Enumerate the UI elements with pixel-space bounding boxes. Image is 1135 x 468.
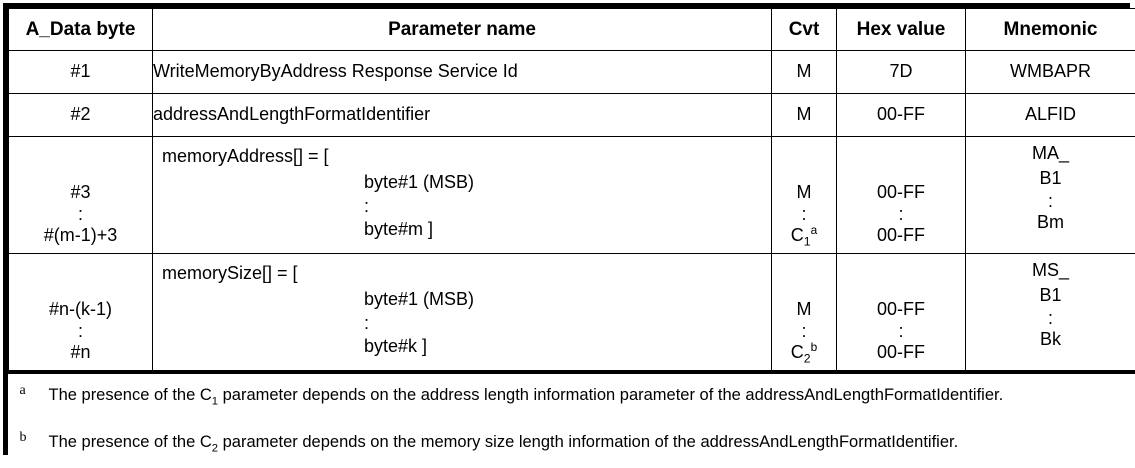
cvt-line-conditional: C1a bbox=[791, 223, 817, 249]
column-header-cvt: Cvt bbox=[772, 9, 837, 51]
table-header: A_Data byte Parameter name Cvt Hex value… bbox=[9, 9, 1135, 51]
column-header-parameter-name: Parameter name bbox=[153, 9, 772, 51]
footnote-text-before: The presence of the C bbox=[49, 433, 212, 451]
footnote-cell: b The presence of the C2 parameter depen… bbox=[9, 421, 1135, 468]
hex-line: 00-FF bbox=[877, 340, 925, 366]
table-row: #2 addressAndLengthFormatIdentifier M 00… bbox=[9, 94, 1135, 137]
cell-parameter-name: addressAndLengthFormatIdentifier bbox=[153, 94, 772, 137]
a-data-byte-stack: #n-(k-1) : #n bbox=[9, 250, 152, 374]
hex-line: 00-FF bbox=[877, 223, 925, 249]
cell-a-data-byte: #1 bbox=[9, 51, 153, 94]
cell-parameter-name: WriteMemoryByAddress Response Service Id bbox=[153, 51, 772, 94]
parameter-array-label: memorySize[] = [ bbox=[162, 261, 771, 287]
footnote-text: The presence of the C1 parameter depends… bbox=[49, 383, 1135, 405]
a-data-byte-line: #3 bbox=[70, 180, 90, 206]
cell-mnemonic: MA_ B1 : Bm bbox=[966, 137, 1135, 254]
mnemonic-line: : bbox=[1048, 309, 1053, 327]
cvt-line: M bbox=[797, 180, 812, 206]
cvt-line: M bbox=[797, 297, 812, 323]
hex-line: 00-FF bbox=[877, 180, 925, 206]
column-header-a-data-byte: A_Data byte bbox=[9, 9, 153, 51]
cell-cvt: M : C2b bbox=[772, 254, 837, 373]
parameter-byte-line: byte#k ] bbox=[162, 334, 771, 360]
mnemonic-stack: MS_ B1 : Bk bbox=[966, 251, 1135, 374]
footnote-text-before: The presence of the C bbox=[49, 386, 212, 404]
footnote-text: The presence of the C2 parameter depends… bbox=[49, 430, 1135, 452]
hex-stack: 00-FF : 00-FF bbox=[837, 250, 965, 374]
cvt-stack: M : C1a bbox=[772, 133, 836, 257]
footnote-a: a The presence of the C1 parameter depen… bbox=[9, 374, 1135, 421]
cvt-conditional-letter: C bbox=[791, 342, 804, 362]
parameter-array-label: memoryAddress[] = [ bbox=[162, 144, 771, 170]
response-message-table-frame: A_Data byte Parameter name Cvt Hex value… bbox=[3, 3, 1130, 455]
cvt-line: : bbox=[801, 205, 806, 223]
cell-parameter-name: memorySize[] = [ byte#1 (MSB) : byte#k ] bbox=[153, 254, 772, 373]
hex-line: : bbox=[898, 322, 903, 340]
parameter-block: memorySize[] = [ byte#1 (MSB) : byte#k ] bbox=[153, 254, 771, 370]
a-data-byte-stack: #3 : #(m-1)+3 bbox=[9, 133, 152, 257]
cvt-line: : bbox=[801, 322, 806, 340]
cell-parameter-name: memoryAddress[] = [ byte#1 (MSB) : byte#… bbox=[153, 137, 772, 254]
cell-cvt: M : C1a bbox=[772, 137, 837, 254]
footnote-text-after: parameter depends on the address length … bbox=[218, 386, 1003, 404]
cvt-footnote-marker: b bbox=[811, 340, 818, 354]
hex-line: : bbox=[898, 205, 903, 223]
table-row: #3 : #(m-1)+3 memoryAddress[] = [ byte#1… bbox=[9, 137, 1135, 254]
cell-cvt: M bbox=[772, 51, 837, 94]
cell-a-data-byte: #3 : #(m-1)+3 bbox=[9, 137, 153, 254]
parameter-byte-line: byte#1 (MSB) bbox=[162, 287, 771, 313]
write-memory-by-address-response-table: A_Data byte Parameter name Cvt Hex value… bbox=[8, 8, 1135, 468]
header-row: A_Data byte Parameter name Cvt Hex value… bbox=[9, 9, 1135, 51]
a-data-byte-line: #n-(k-1) bbox=[49, 297, 112, 323]
mnemonic-line: B1 bbox=[1039, 166, 1061, 192]
cvt-stack: M : C2b bbox=[772, 250, 836, 374]
footnote-row: b The presence of the C2 parameter depen… bbox=[9, 421, 1135, 468]
cvt-subscript: 1 bbox=[804, 235, 811, 249]
footnote-marker: a bbox=[9, 383, 49, 399]
mnemonic-line: Bk bbox=[1040, 327, 1061, 353]
cell-hex-value: 00-FF bbox=[837, 94, 966, 137]
cvt-subscript: 2 bbox=[804, 352, 811, 366]
hex-stack: 00-FF : 00-FF bbox=[837, 133, 965, 257]
cell-a-data-byte: #n-(k-1) : #n bbox=[9, 254, 153, 373]
table-row: #1 WriteMemoryByAddress Response Service… bbox=[9, 51, 1135, 94]
parameter-byte-line: : bbox=[162, 312, 771, 334]
cell-hex-value: 00-FF : 00-FF bbox=[837, 254, 966, 373]
parameter-byte-line: : bbox=[162, 195, 771, 217]
cell-hex-value: 7D bbox=[837, 51, 966, 94]
cell-mnemonic: ALFID bbox=[966, 94, 1135, 137]
cvt-footnote-marker: a bbox=[811, 223, 818, 237]
footnote-marker: b bbox=[9, 430, 49, 446]
a-data-byte-line: : bbox=[78, 205, 83, 223]
parameter-byte-line: byte#1 (MSB) bbox=[162, 170, 771, 196]
cell-a-data-byte: #2 bbox=[9, 94, 153, 137]
parameter-block: memoryAddress[] = [ byte#1 (MSB) : byte#… bbox=[153, 137, 771, 253]
footnote-row: a The presence of the C1 parameter depen… bbox=[9, 372, 1135, 421]
table-row: #n-(k-1) : #n memorySize[] = [ byte#1 (M… bbox=[9, 254, 1135, 373]
a-data-byte-line: #(m-1)+3 bbox=[44, 223, 118, 249]
column-header-hex-value: Hex value bbox=[837, 9, 966, 51]
mnemonic-line: Bm bbox=[1037, 210, 1064, 236]
cell-mnemonic: WMBAPR bbox=[966, 51, 1135, 94]
mnemonic-stack: MA_ B1 : Bm bbox=[966, 134, 1135, 257]
cell-cvt: M bbox=[772, 94, 837, 137]
cvt-conditional-letter: C bbox=[791, 225, 804, 245]
hex-line: 00-FF bbox=[877, 297, 925, 323]
a-data-byte-line: : bbox=[78, 322, 83, 340]
mnemonic-line: : bbox=[1048, 192, 1053, 210]
column-header-mnemonic: Mnemonic bbox=[966, 9, 1135, 51]
mnemonic-line: MA_ bbox=[1032, 141, 1069, 167]
footnote-text-after: parameter depends on the memory size len… bbox=[218, 433, 958, 451]
cell-hex-value: 00-FF : 00-FF bbox=[837, 137, 966, 254]
mnemonic-line: MS_ bbox=[1032, 258, 1069, 284]
table-body: #1 WriteMemoryByAddress Response Service… bbox=[9, 51, 1135, 468]
footnote-b: b The presence of the C2 parameter depen… bbox=[9, 421, 1135, 468]
cell-mnemonic: MS_ B1 : Bk bbox=[966, 254, 1135, 373]
parameter-byte-line: byte#m ] bbox=[162, 217, 771, 243]
mnemonic-line: B1 bbox=[1039, 283, 1061, 309]
cvt-line-conditional: C2b bbox=[791, 340, 817, 366]
a-data-byte-line: #n bbox=[70, 340, 90, 366]
footnote-cell: a The presence of the C1 parameter depen… bbox=[9, 372, 1135, 421]
